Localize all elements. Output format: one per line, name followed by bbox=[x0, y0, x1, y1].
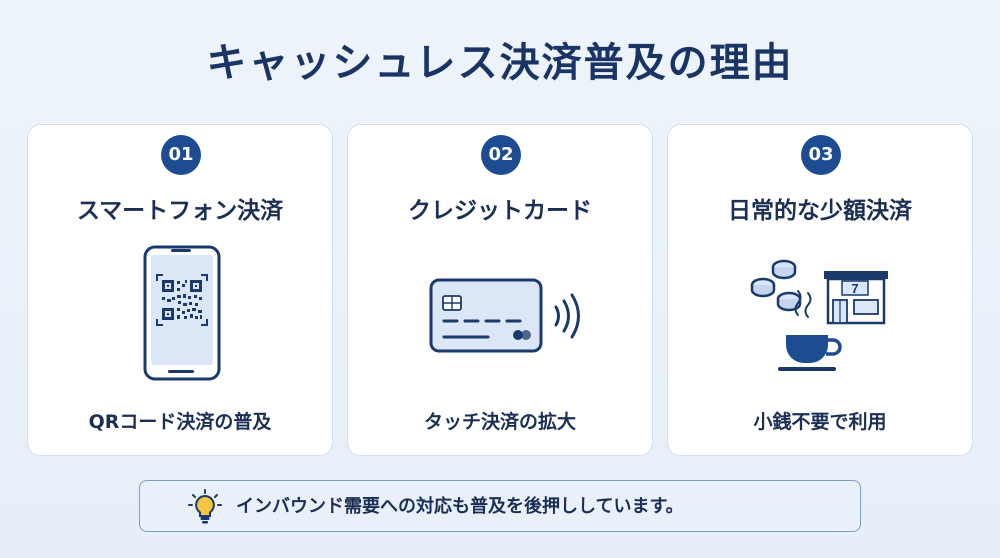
coins-store-coffee-icon: 7 bbox=[750, 259, 888, 371]
convenience-store-icon: 7 bbox=[824, 271, 888, 325]
card-caption: QRコード決済の普及 bbox=[88, 411, 272, 433]
reason-card-smartphone: 01 スマートフォン決済 bbox=[27, 124, 333, 456]
lightbulb-icon bbox=[188, 489, 222, 524]
page-title: キャッシュレス決済普及の理由 bbox=[206, 40, 794, 86]
card-caption: 小銭不要で利用 bbox=[753, 411, 887, 433]
number-badge: 03 bbox=[801, 135, 841, 175]
card-caption: タッチ決済の拡大 bbox=[423, 411, 576, 433]
store-sign: 7 bbox=[851, 281, 858, 296]
number-badge: 02 bbox=[481, 135, 521, 175]
footer-note: インバウンド需要への対応も普及を後押ししています。 bbox=[139, 480, 861, 532]
card-title: 日常的な少額決済 bbox=[728, 198, 912, 224]
footer-text: インバウンド需要への対応も普及を後押ししています。 bbox=[236, 496, 684, 517]
contactless-card-icon bbox=[429, 278, 580, 353]
number-badge: 01 bbox=[161, 135, 201, 175]
card-title: クレジットカード bbox=[408, 198, 592, 224]
reason-card-small-payments: 03 日常的な少額決済 7 小銭不要で利 bbox=[667, 124, 973, 456]
card-title: スマートフォン決済 bbox=[76, 198, 284, 224]
reason-card-credit-card: 02 クレジットカード タッチ決済の拡大 bbox=[347, 124, 653, 456]
coins-icon bbox=[750, 259, 802, 312]
smartphone-qr-icon bbox=[143, 245, 221, 381]
coffee-cup-icon bbox=[778, 290, 842, 371]
